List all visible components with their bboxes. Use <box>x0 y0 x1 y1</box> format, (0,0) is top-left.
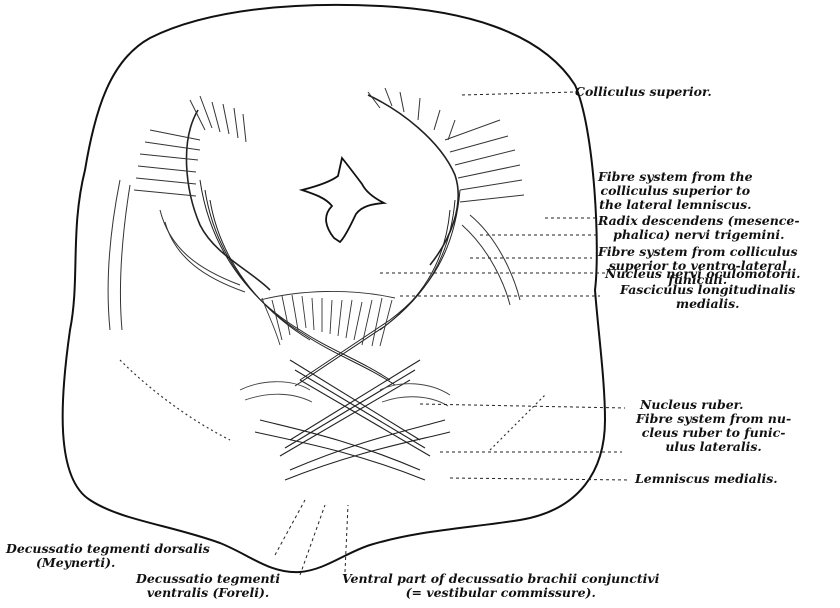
label-colliculus-superior: Colliculus superior. <box>575 85 712 99</box>
label-line: colliculus superior to <box>598 184 753 198</box>
tectum-outline-left <box>186 110 270 290</box>
label-fasciculus-longitudinalis: Fasciculus longitudinalis medialis. <box>620 283 795 311</box>
label-fibre-system-ruber: Fibre system from nu- cleus ruber to fun… <box>636 412 791 454</box>
label-line: the lateral lemniscus. <box>598 198 753 212</box>
label-line: phalica) nervi trigemini. <box>598 228 800 242</box>
label-line: Fasciculus longitudinalis <box>620 283 795 297</box>
label-nucleus-oculomotorii: Nucleus nervi oculomotorii. <box>605 267 801 281</box>
label-lemniscus-medialis: Lemniscus medialis. <box>635 472 778 486</box>
label-nucleus-ruber: Nucleus ruber. <box>640 398 743 412</box>
label-line: (= vestibular commissure). <box>342 586 659 600</box>
fibre-hatching-left <box>108 96 246 330</box>
label-line: ventralis (Foreli). <box>136 586 280 600</box>
label-line: Decussatio tegmenti <box>136 572 280 586</box>
fibre-hatching-right <box>368 88 524 305</box>
label-line: Ventral part of decussatio brachii conju… <box>342 572 659 586</box>
section-outline <box>63 5 605 572</box>
label-decussatio-ventralis: Decussatio tegmenti ventralis (Foreli). <box>136 572 280 600</box>
decussation-cross <box>255 360 450 480</box>
label-ventral-part: Ventral part of decussatio brachii conju… <box>342 572 659 600</box>
label-line: ulus lateralis. <box>636 440 791 454</box>
label-line: Radix descendens (mesence- <box>598 214 800 228</box>
leader-lines <box>275 92 630 575</box>
label-decussatio-dorsalis: Decussatio tegmenti dorsalis (Meynerti). <box>6 542 210 570</box>
label-fibre-system-lemniscus: Fibre system from the colliculus superio… <box>598 170 753 212</box>
label-line: Fibre system from nu- <box>636 412 791 426</box>
label-line: Decussatio tegmenti dorsalis <box>6 542 210 556</box>
cerebral-aqueduct <box>302 158 384 242</box>
label-line: cleus ruber to funic- <box>636 426 791 440</box>
label-line: (Meynerti). <box>6 556 210 570</box>
label-line: Fibre system from the <box>598 170 753 184</box>
label-line: medialis. <box>620 297 795 311</box>
label-line: Fibre system from colliculus <box>598 245 798 259</box>
label-radix-descendens: Radix descendens (mesence- phalica) nerv… <box>598 214 800 242</box>
